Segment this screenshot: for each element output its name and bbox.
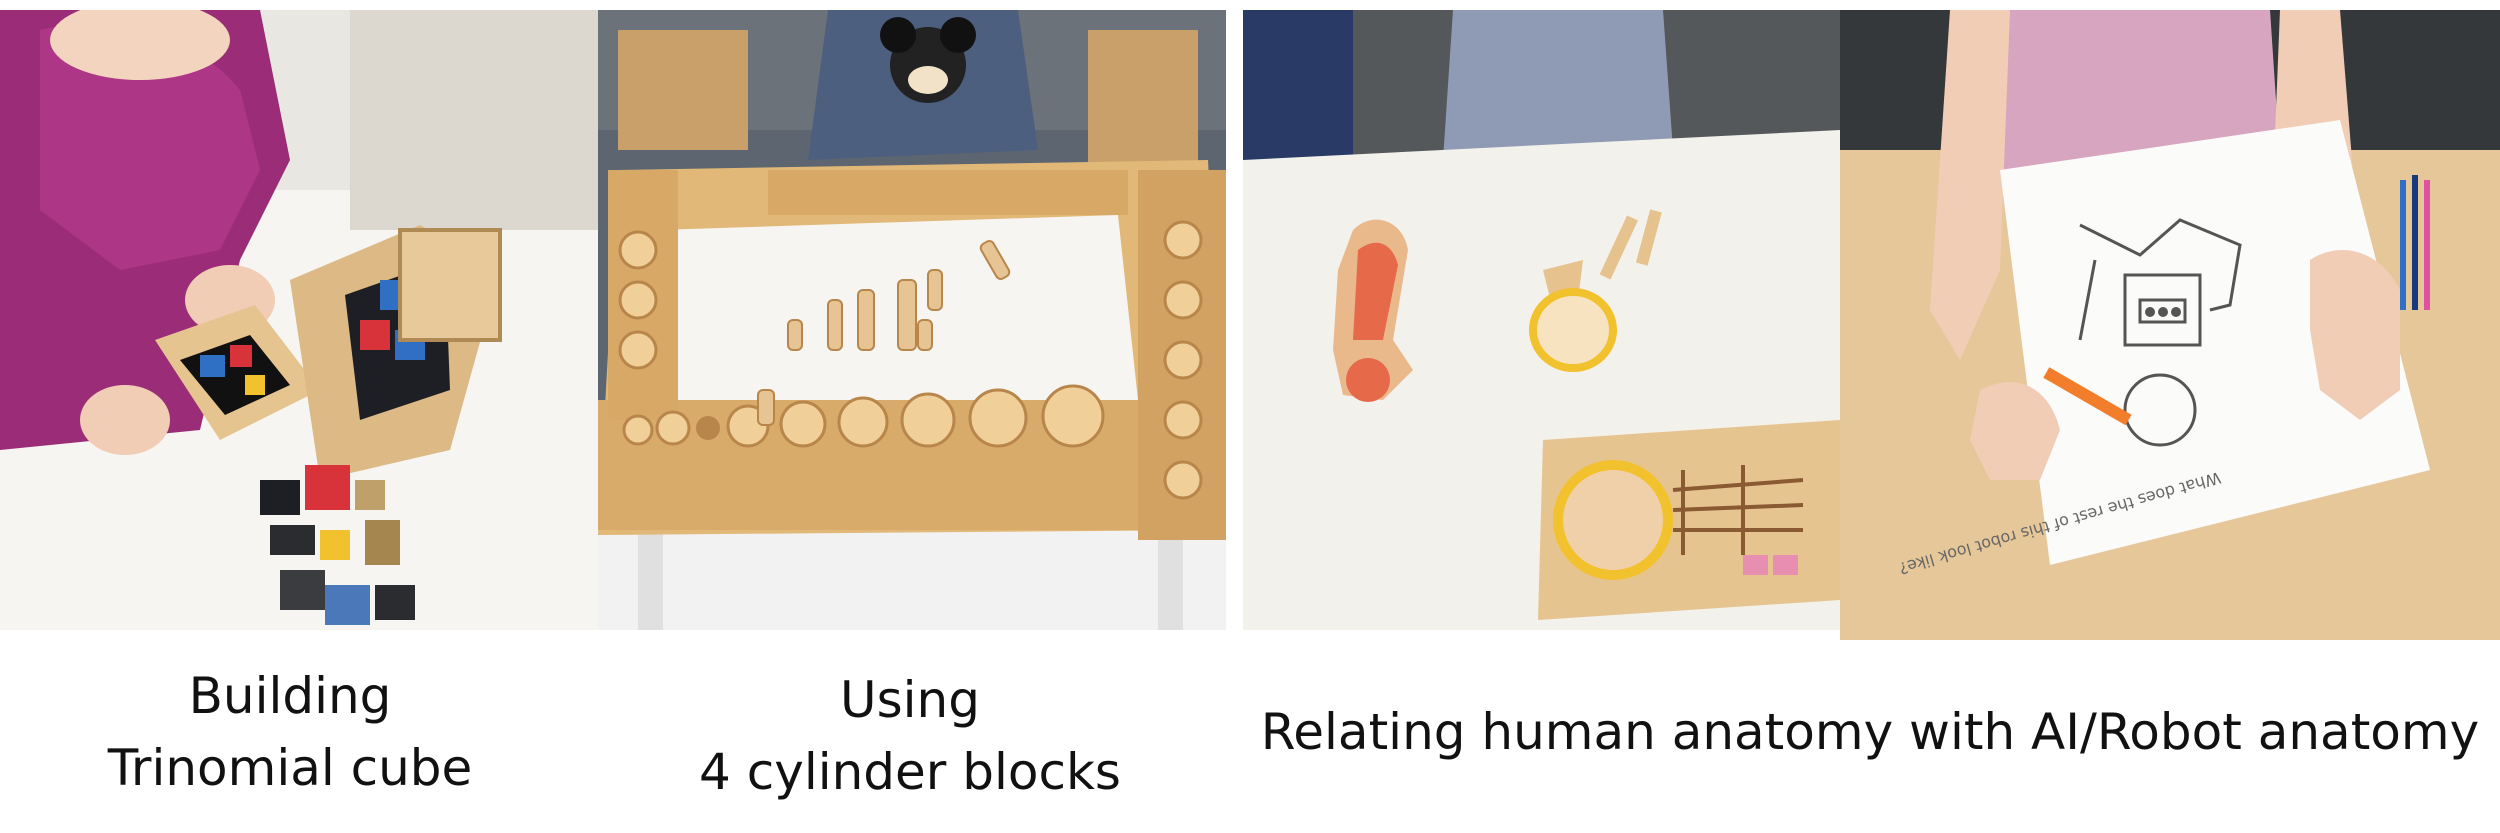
caption-cylinder-blocks: Using 4 cylinder blocks	[660, 664, 1160, 808]
photo-trinomial-cube	[0, 10, 598, 630]
caption-line: Building	[188, 667, 392, 725]
caption-trinomial-cube: Building Trinomial cube	[40, 660, 540, 804]
caption-line: 4 cylinder blocks	[699, 743, 1121, 801]
photo-human-anatomy	[1243, 10, 1840, 630]
caption-line: Using	[840, 671, 980, 729]
caption-anatomy: Relating human anatomy with AI/Robot ana…	[1240, 696, 2500, 768]
caption-line: Relating human anatomy with AI/Robot ana…	[1260, 703, 2480, 761]
photo-cylinder-blocks	[598, 10, 1226, 630]
caption-line: Trinomial cube	[107, 739, 473, 797]
photo-robot-worksheet: What does the rest of this robot look li…	[1840, 10, 2500, 640]
